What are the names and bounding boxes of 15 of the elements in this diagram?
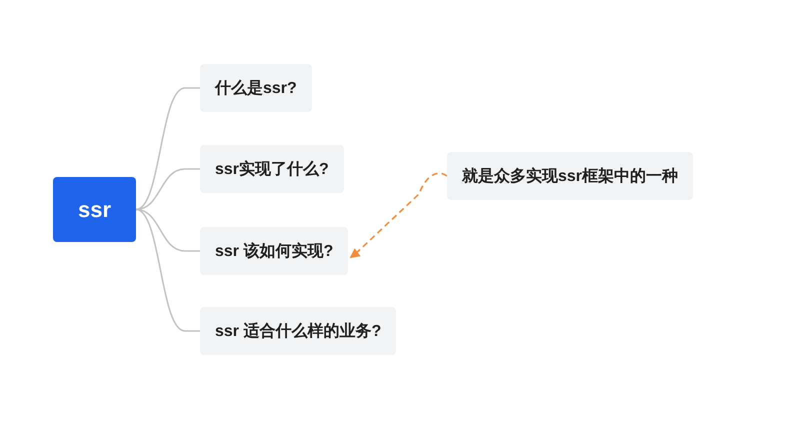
topic-box [200, 307, 396, 355]
topic-text: ssr实现了什么? [215, 159, 329, 180]
topic-box [200, 145, 344, 193]
topic-text: 什么是ssr? [215, 78, 297, 98]
topic-text: ssr 该如何实现? [215, 241, 334, 262]
root-topic-box [53, 177, 136, 242]
topic-text: 就是众多实现ssr框架中的一种 [462, 166, 678, 186]
topic-box [447, 152, 694, 200]
root-topic-text: ssr [78, 196, 112, 222]
topic-box [200, 227, 348, 275]
arrow [350, 172, 448, 258]
topic-text: ssr 适合什么样的业务? [215, 321, 382, 342]
branch-line [136, 87, 200, 210]
branch-line [136, 208, 200, 332]
topic-box [200, 64, 312, 112]
